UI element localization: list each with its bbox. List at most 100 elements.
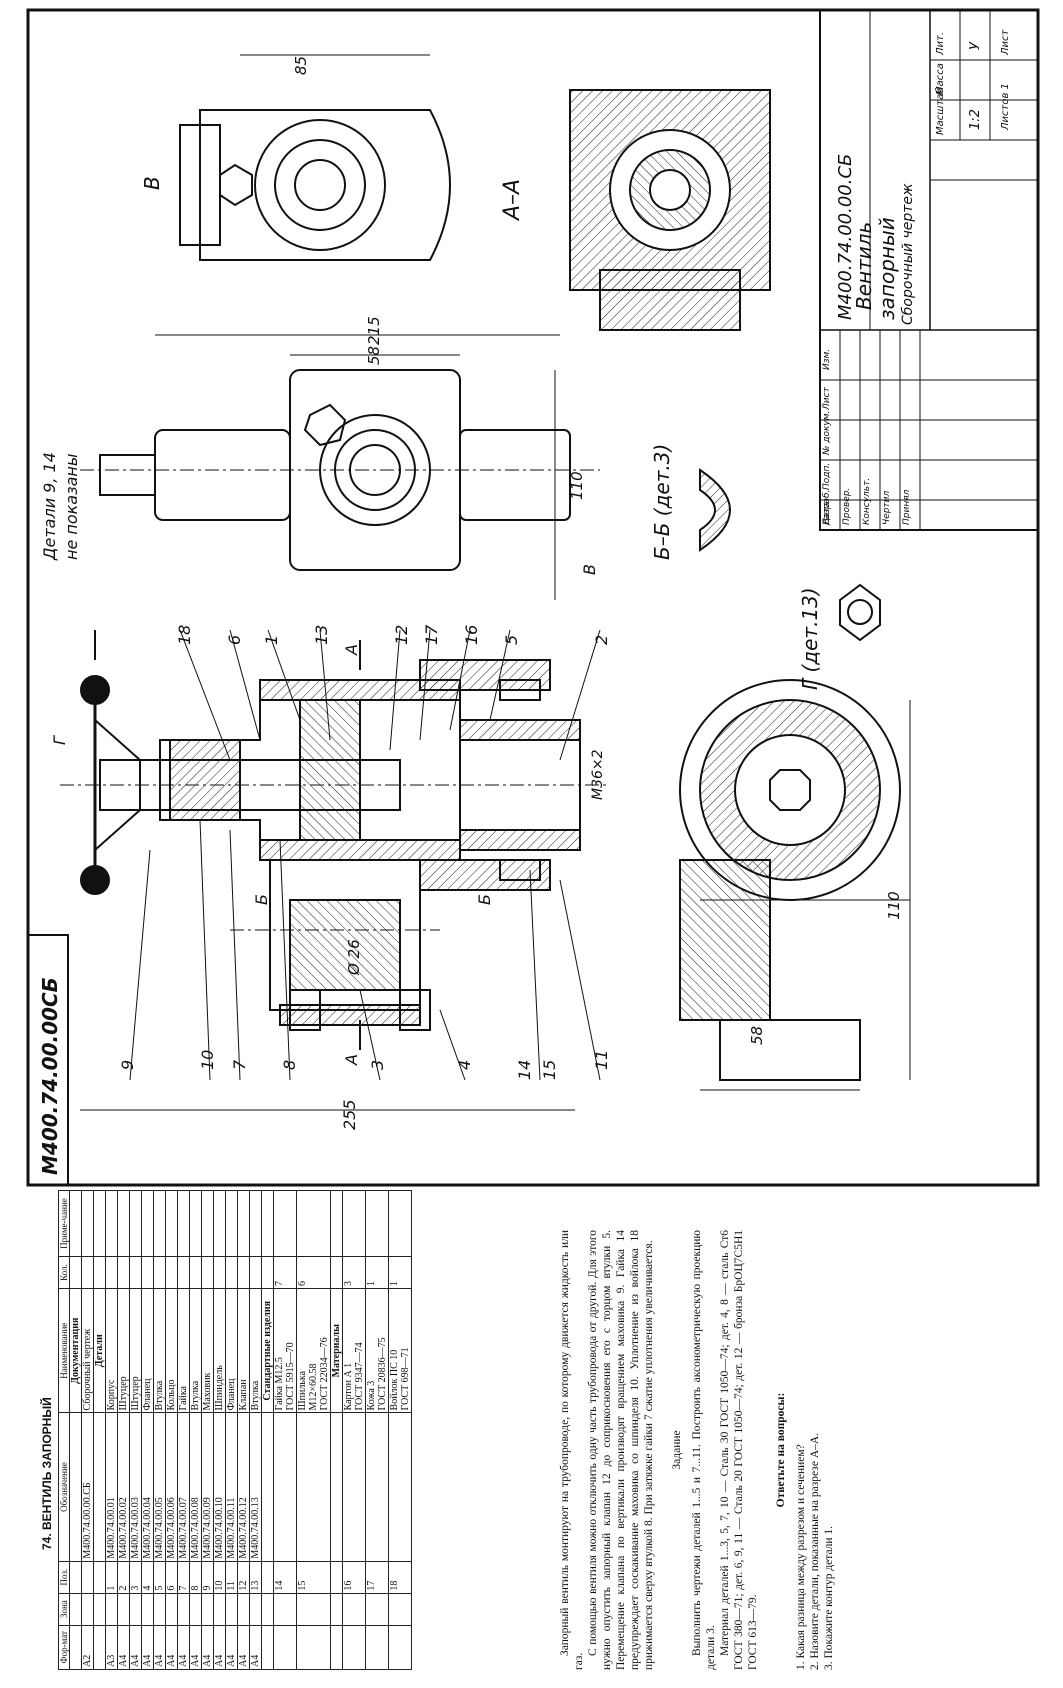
spec-mat-name-line: ГОСТ 698—71 xyxy=(400,1347,411,1411)
spec-part-pos: 7 xyxy=(177,1561,190,1594)
view-bb-label: Б–Б (дет.3) xyxy=(650,443,674,560)
arrow-v-label: В xyxy=(580,564,599,575)
spec-part-designation: М400.74.00.07 xyxy=(177,1412,190,1562)
title-block xyxy=(819,9,1039,531)
top-external-view xyxy=(80,334,600,600)
title-row-2: Лист xyxy=(822,387,832,410)
dim-110a: 110 xyxy=(568,471,586,500)
spec-part-format: А4 xyxy=(189,1625,202,1670)
spec-part-name: Штуцер xyxy=(117,1288,130,1413)
spec-mat-qty: 1 xyxy=(388,1256,412,1289)
spec-header-name: Наименование xyxy=(58,1288,70,1413)
leader-17: 17 xyxy=(422,624,441,645)
spec-header-designation: Обозначение xyxy=(58,1412,70,1562)
section-aa-view xyxy=(569,89,771,331)
doc-code-box-label: М400.74.00.00СБ xyxy=(38,977,62,1175)
spec-part-designation: М400.74.00.13 xyxy=(249,1412,262,1562)
title-lit-value: У xyxy=(968,42,983,50)
spec-part-name: Фланец xyxy=(141,1288,154,1413)
arrow-b-2: Б xyxy=(475,894,494,905)
doc-code-box xyxy=(27,934,69,1186)
spec-std-name-line: ГОСТ 22034—76 xyxy=(319,1337,330,1411)
dim-58a: 58 xyxy=(365,345,383,365)
title-scale-value: 1:2 xyxy=(968,109,983,130)
spec-part-pos: 11 xyxy=(225,1561,238,1594)
leader-1: 1 xyxy=(262,634,281,645)
dim-85: 85 xyxy=(292,55,310,75)
spec-part-pos: 5 xyxy=(153,1561,166,1594)
leader-10: 10 xyxy=(198,1049,217,1070)
dim-m36: М36×2 xyxy=(590,749,606,800)
spec-part-designation: М400.74.00.09 xyxy=(201,1412,214,1562)
spec-part-name: Клапан xyxy=(237,1288,250,1413)
spec-std-pos: 14 xyxy=(273,1561,297,1594)
description-text: Запорный вентиль монтируют на трубопрово… xyxy=(558,1230,836,1670)
spec-part-name: Корпус xyxy=(105,1288,118,1413)
spec-section-materials: Материалы xyxy=(330,1288,343,1413)
title-row-3: № докум. xyxy=(822,410,832,455)
leader-13: 13 xyxy=(312,624,331,645)
title-role-3: Консульт. xyxy=(862,477,872,525)
dim-110b: 110 xyxy=(885,891,903,920)
spec-mat-qty: 1 xyxy=(365,1256,389,1289)
spec-part-name: Кольцо xyxy=(165,1288,178,1413)
arrow-b-1: Б xyxy=(252,894,271,905)
spec-std-qty: 6 xyxy=(296,1256,331,1289)
spec-part-format: А4 xyxy=(201,1625,214,1670)
title-name-2: запорный xyxy=(875,217,899,320)
spec-part-format: А4 xyxy=(141,1625,154,1670)
spec-part-format: А4 xyxy=(153,1625,166,1670)
arrow-g-label: Г xyxy=(50,736,69,745)
spec-part-pos: 9 xyxy=(201,1561,214,1594)
spec-part-name: Шпиндель xyxy=(213,1288,226,1413)
spec-part-pos: 1 xyxy=(105,1561,118,1594)
spec-mat-pos: 17 xyxy=(365,1561,389,1594)
title-name-3: Сборочный чертеж xyxy=(900,183,916,325)
spec-part-format: А4 xyxy=(237,1625,250,1670)
spec-part-format: А4 xyxy=(225,1625,238,1670)
spec-mat-name-line: ГОСТ 9347—74 xyxy=(354,1342,365,1411)
spec-part-designation: М400.74.00.06 xyxy=(165,1412,178,1562)
spec-part-pos: 6 xyxy=(165,1561,178,1594)
leader-8: 8 xyxy=(280,1059,299,1070)
description-p2: С помощью вентиля можно отключить одну ч… xyxy=(587,1230,655,1670)
spec-part-designation: М400.74.00.04 xyxy=(141,1412,154,1562)
side-view-lower xyxy=(679,679,911,1091)
spec-part-name: Штуцер xyxy=(129,1288,142,1413)
spec-part-name: Втулка xyxy=(249,1288,262,1413)
spec-part-name: Маховик xyxy=(201,1288,214,1413)
spec-header-qty: Кол. xyxy=(58,1256,70,1289)
spec-std-name-line: М12×60.58 xyxy=(308,1363,319,1411)
spec-part-format: А4 xyxy=(129,1625,142,1670)
leader-18: 18 xyxy=(175,624,194,645)
dim-215: 215 xyxy=(365,316,383,345)
spec-part-designation: М400.74.00.12 xyxy=(237,1412,250,1562)
spec-part-pos: 2 xyxy=(117,1561,130,1594)
view-g xyxy=(839,583,881,642)
spec-part-designation: М400.74.00.10 xyxy=(213,1412,226,1562)
spec-mat-pos: 18 xyxy=(388,1561,412,1594)
leader-2: 2 xyxy=(592,634,611,645)
spec-part-format: А4 xyxy=(249,1625,262,1670)
leader-9: 9 xyxy=(118,1059,137,1070)
view-v xyxy=(179,54,451,261)
spec-part-pos: 10 xyxy=(213,1561,226,1594)
leader-15: 15 xyxy=(540,1059,559,1080)
spec-part-name: Втулка xyxy=(189,1288,202,1413)
spec-part-name: Втулка xyxy=(153,1288,166,1413)
question-3: 3. Покажите контур детали 1. xyxy=(823,1525,835,1670)
